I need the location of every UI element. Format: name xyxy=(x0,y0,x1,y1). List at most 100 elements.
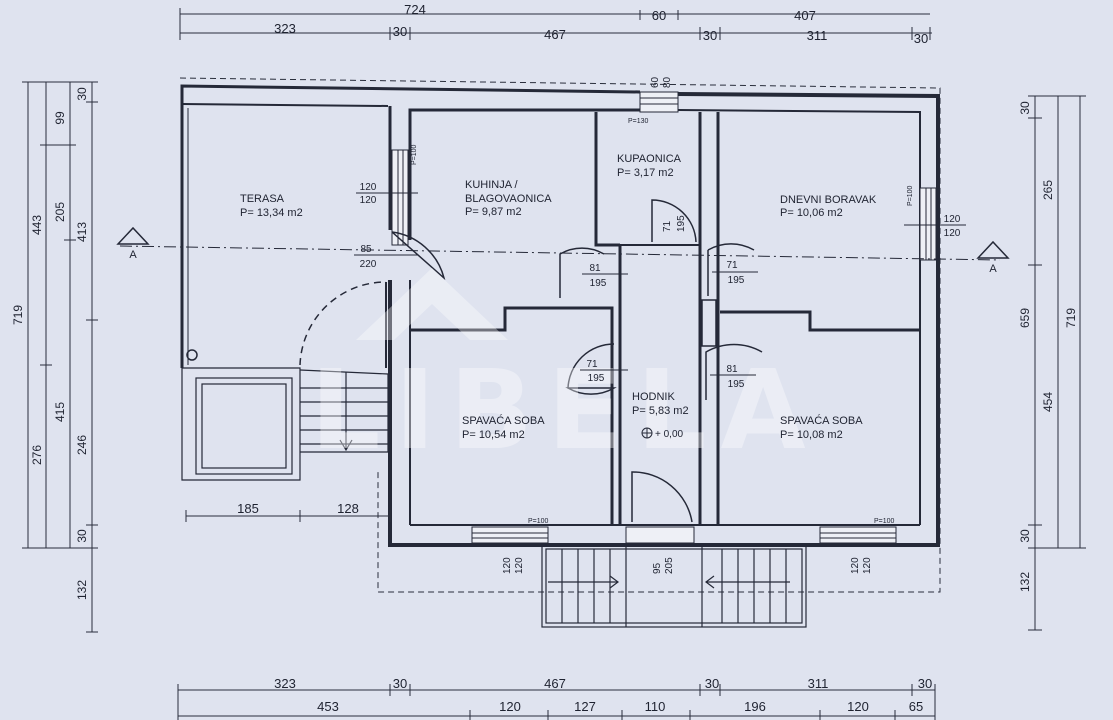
bed-r-door-h: 195 xyxy=(728,379,745,390)
living-door-w: 71 xyxy=(726,260,738,271)
stairs xyxy=(181,367,807,628)
living-window-p: P=100 xyxy=(907,185,914,206)
kitchen-window-w: 120 xyxy=(360,182,377,193)
kitchen-door-h: 195 xyxy=(590,278,607,289)
bot-win-l-p: P=100 xyxy=(528,518,549,525)
room-dnevni-name: DNEVNI BORAVAK xyxy=(780,194,877,206)
living-window-w: 120 xyxy=(944,214,961,225)
left-dim-132: 132 xyxy=(75,580,89,600)
room-hodnik-area: P= 5,83 m2 xyxy=(632,405,689,417)
room-kuhinja-name2: BLAGOVAONICA xyxy=(465,193,552,205)
entrance-h: 205 xyxy=(664,557,675,574)
top-dim-labels-row2: 323 30 467 30 311 30 xyxy=(274,21,928,46)
right-dim-30a: 30 xyxy=(1018,101,1032,115)
room-kuhinja-area: P= 9,87 m2 xyxy=(465,206,522,218)
bot-win-l-h: 120 xyxy=(514,557,525,574)
bath-door-h: 195 xyxy=(676,215,687,232)
section-label-left: A xyxy=(129,249,137,261)
bot-dim-467: 467 xyxy=(544,676,566,691)
kitchen-window-h: 120 xyxy=(360,195,377,206)
right-dim-132: 132 xyxy=(1018,572,1032,592)
right-dim-659: 659 xyxy=(1018,308,1032,328)
bottom-dimensions xyxy=(177,684,936,720)
windows xyxy=(391,91,937,544)
bottom-dim-labels-row1: 323 30 467 30 311 30 xyxy=(274,676,932,691)
bot-win-l-w: 120 xyxy=(502,557,513,574)
top-window-p: P=130 xyxy=(628,118,649,125)
section-label-right: A xyxy=(989,263,997,275)
level-cross-icon xyxy=(642,428,652,438)
bot-dim-110: 110 xyxy=(645,699,666,714)
left-dim-205: 205 xyxy=(53,202,67,222)
right-dim-719: 719 xyxy=(1064,308,1078,328)
bot-win-r-h: 120 xyxy=(862,557,873,574)
terrace-door-h: 220 xyxy=(360,259,377,270)
terrace-dimensions xyxy=(185,510,391,522)
top-dimensions xyxy=(179,8,932,40)
section-marker-left-icon xyxy=(116,226,150,245)
left-dim-246: 246 xyxy=(75,435,89,455)
left-dim-99: 99 xyxy=(53,111,67,125)
top-dim-30b: 30 xyxy=(703,28,717,43)
bot-dim-311: 311 xyxy=(808,676,829,691)
terrace-door-w: 85 xyxy=(360,244,372,255)
top-dim-labels-row1: 724 60 407 xyxy=(404,2,816,23)
top-dim-right: 407 xyxy=(794,8,816,23)
bottom-dim-labels-row2: 453 120 127 110 196 120 65 xyxy=(317,699,923,714)
roof-outline xyxy=(179,77,941,593)
right-dim-454: 454 xyxy=(1041,392,1055,412)
room-kuhinja-name1: KUHINJA / xyxy=(465,179,519,191)
room-hodnik-name: HODNIK xyxy=(632,391,675,403)
left-dim-719: 719 xyxy=(11,305,25,325)
left-dimensions xyxy=(22,81,98,633)
left-dim-30b: 30 xyxy=(75,529,89,543)
room-spavaca-r-name: SPAVAĆA SOBA xyxy=(780,414,863,427)
bot-dim-30c: 30 xyxy=(918,676,932,691)
right-dim-265: 265 xyxy=(1041,180,1055,200)
room-hodnik-level: + 0,00 xyxy=(655,429,684,440)
top-dim-467: 467 xyxy=(544,27,566,42)
bot-win-r-p: P=100 xyxy=(874,518,895,525)
living-door-h: 195 xyxy=(728,275,745,286)
bed-r-door-w: 81 xyxy=(726,364,738,375)
living-window-h: 120 xyxy=(944,228,961,239)
left-dim-30a: 30 xyxy=(75,87,89,101)
walls xyxy=(180,84,940,547)
top-dim-311: 311 xyxy=(807,28,828,43)
room-spavaca-l-name: SPAVAĆA SOBA xyxy=(462,414,545,427)
bot-dim-120b: 120 xyxy=(847,699,869,714)
left-dim-443: 443 xyxy=(30,215,44,235)
drain-icon xyxy=(186,349,198,361)
top-dim-30a: 30 xyxy=(393,24,407,39)
bot-dim-65: 65 xyxy=(909,699,923,714)
entrance-w: 95 xyxy=(652,562,663,574)
right-dimensions xyxy=(1028,95,1086,631)
left-dim-413: 413 xyxy=(75,222,89,242)
bath-door-w: 71 xyxy=(662,220,673,232)
top-window-dim-b: 80 xyxy=(662,76,673,88)
bot-dim-30b: 30 xyxy=(705,676,719,691)
bot-dim-196: 196 xyxy=(744,699,766,714)
right-dim-30b: 30 xyxy=(1018,529,1032,543)
left-dim-415: 415 xyxy=(53,402,67,422)
top-dim-overall: 724 xyxy=(404,2,426,17)
bot-dim-127: 127 xyxy=(574,699,596,714)
room-kupaonica-name: KUPAONICA xyxy=(617,153,682,165)
left-dim-276: 276 xyxy=(30,445,44,465)
bot-dim-323: 323 xyxy=(274,676,296,691)
bot-dim-120a: 120 xyxy=(499,699,521,714)
top-dim-323: 323 xyxy=(274,21,296,36)
room-dnevni-area: P= 10,06 m2 xyxy=(780,207,843,219)
terrace-dim-185: 185 xyxy=(237,501,259,516)
bed-l-door-w: 71 xyxy=(586,359,598,370)
kitchen-door-w: 81 xyxy=(589,263,601,274)
top-window-dim-a: 60 xyxy=(650,76,661,88)
top-dim-30c: 30 xyxy=(914,31,928,46)
bed-l-door-h: 195 xyxy=(588,373,605,384)
room-terasa-name: TERASA xyxy=(240,193,285,205)
room-terasa-area: P= 13,34 m2 xyxy=(240,207,303,219)
room-kupaonica-area: P= 3,17 m2 xyxy=(617,167,674,179)
left-dim-labels: 719 132 443 276 99 205 415 30 413 246 30 xyxy=(11,87,89,600)
section-line xyxy=(116,226,1010,261)
